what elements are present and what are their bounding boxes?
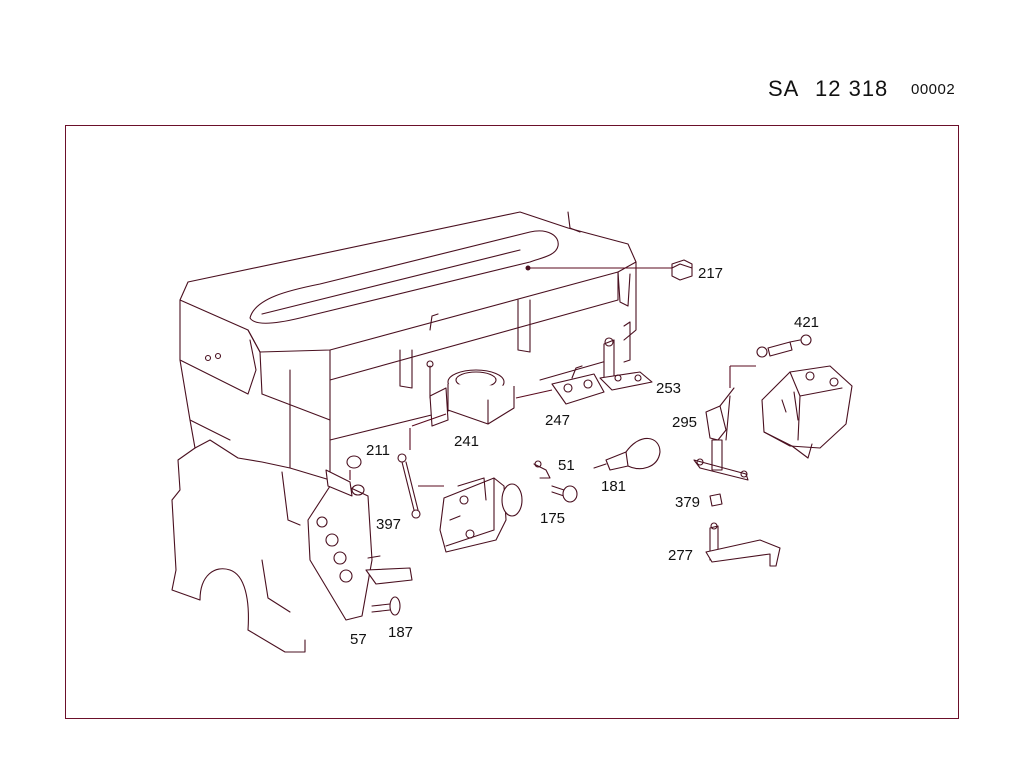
label-379: 379 bbox=[675, 494, 700, 511]
part-217-connector bbox=[525, 259, 693, 281]
part-187-bolt bbox=[371, 596, 401, 616]
label-211: 211 bbox=[366, 442, 390, 459]
engine-block bbox=[171, 211, 637, 653]
drawing-frame bbox=[65, 125, 959, 719]
part-51-clip bbox=[533, 460, 551, 479]
part-247-plate bbox=[515, 365, 605, 405]
label-51: 51 bbox=[558, 457, 575, 474]
label-57: 57 bbox=[350, 631, 367, 648]
label-187: 187 bbox=[388, 624, 413, 641]
idle-actuator bbox=[418, 477, 523, 553]
drawing-code: 00002 bbox=[911, 81, 956, 98]
part-277-lever-arm bbox=[705, 522, 781, 567]
part-175-bolt bbox=[551, 485, 578, 503]
part-397-rod bbox=[397, 428, 421, 519]
part-253-bracket bbox=[599, 321, 653, 391]
part-421-linkage-rod bbox=[756, 334, 812, 358]
label-295: 295 bbox=[672, 414, 697, 431]
label-181: 181 bbox=[601, 478, 626, 495]
drawing-header: SA 12 318 00002 bbox=[0, 0, 1024, 120]
part-241-throttle-housing bbox=[411, 360, 515, 427]
label-253: 253 bbox=[656, 380, 681, 397]
part-labels: 217 421 253 295 247 241 211 51 181 397 1… bbox=[350, 265, 819, 648]
label-421: 421 bbox=[794, 314, 819, 331]
drawing-number: 12 318 bbox=[815, 76, 889, 101]
label-241: 241 bbox=[454, 433, 479, 450]
actuator-housing bbox=[761, 365, 853, 459]
label-397: 397 bbox=[376, 516, 401, 533]
label-175: 175 bbox=[540, 510, 565, 527]
label-217: 217 bbox=[698, 265, 723, 282]
label-247: 247 bbox=[545, 412, 570, 429]
drawing-prefix: SA bbox=[768, 76, 800, 101]
part-57-bracket bbox=[307, 455, 413, 621]
part-295-lever bbox=[693, 365, 756, 481]
part-181-cable-tie bbox=[593, 437, 661, 471]
part-379-nut bbox=[709, 493, 723, 507]
label-277: 277 bbox=[668, 547, 693, 564]
